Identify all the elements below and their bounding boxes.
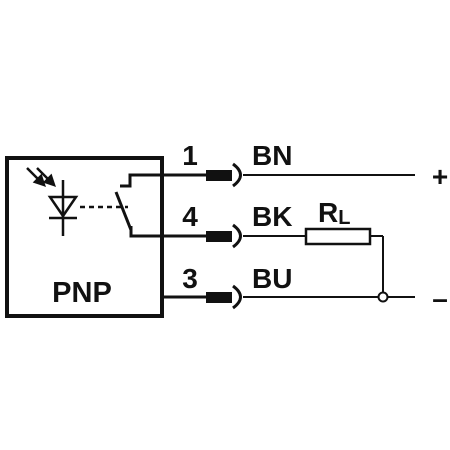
plug-pin-3: [206, 292, 232, 303]
socket-1: [232, 162, 242, 188]
pin-number-1: 1: [182, 140, 198, 171]
terminal-minus: –: [432, 283, 448, 314]
output-wires: [243, 174, 415, 298]
wire-color-bn: BN: [252, 140, 292, 171]
pin-number-3: 3: [182, 263, 198, 294]
load-resistor: [304, 227, 372, 246]
plug-pin-4: [206, 231, 232, 242]
pin-number-4: 4: [182, 201, 198, 232]
load-label: RL: [318, 197, 350, 229]
switch-icon: [114, 173, 215, 238]
connector-sockets: [232, 162, 242, 310]
terminal-plus: +: [432, 161, 448, 192]
diode-icon: [47, 180, 79, 236]
socket-4: [232, 223, 242, 249]
plug-pin-1: [206, 170, 232, 181]
sensor-type-label: PNP: [52, 277, 112, 309]
wire-color-bu: BU: [252, 263, 292, 294]
light-arrows-icon: [26, 167, 56, 187]
wire-color-bk: BK: [252, 201, 292, 232]
junction-node: [377, 291, 389, 303]
connector-plugs: [206, 170, 232, 303]
load-subscript: L: [338, 207, 350, 229]
load-symbol: R: [318, 197, 338, 228]
socket-3: [232, 284, 242, 310]
